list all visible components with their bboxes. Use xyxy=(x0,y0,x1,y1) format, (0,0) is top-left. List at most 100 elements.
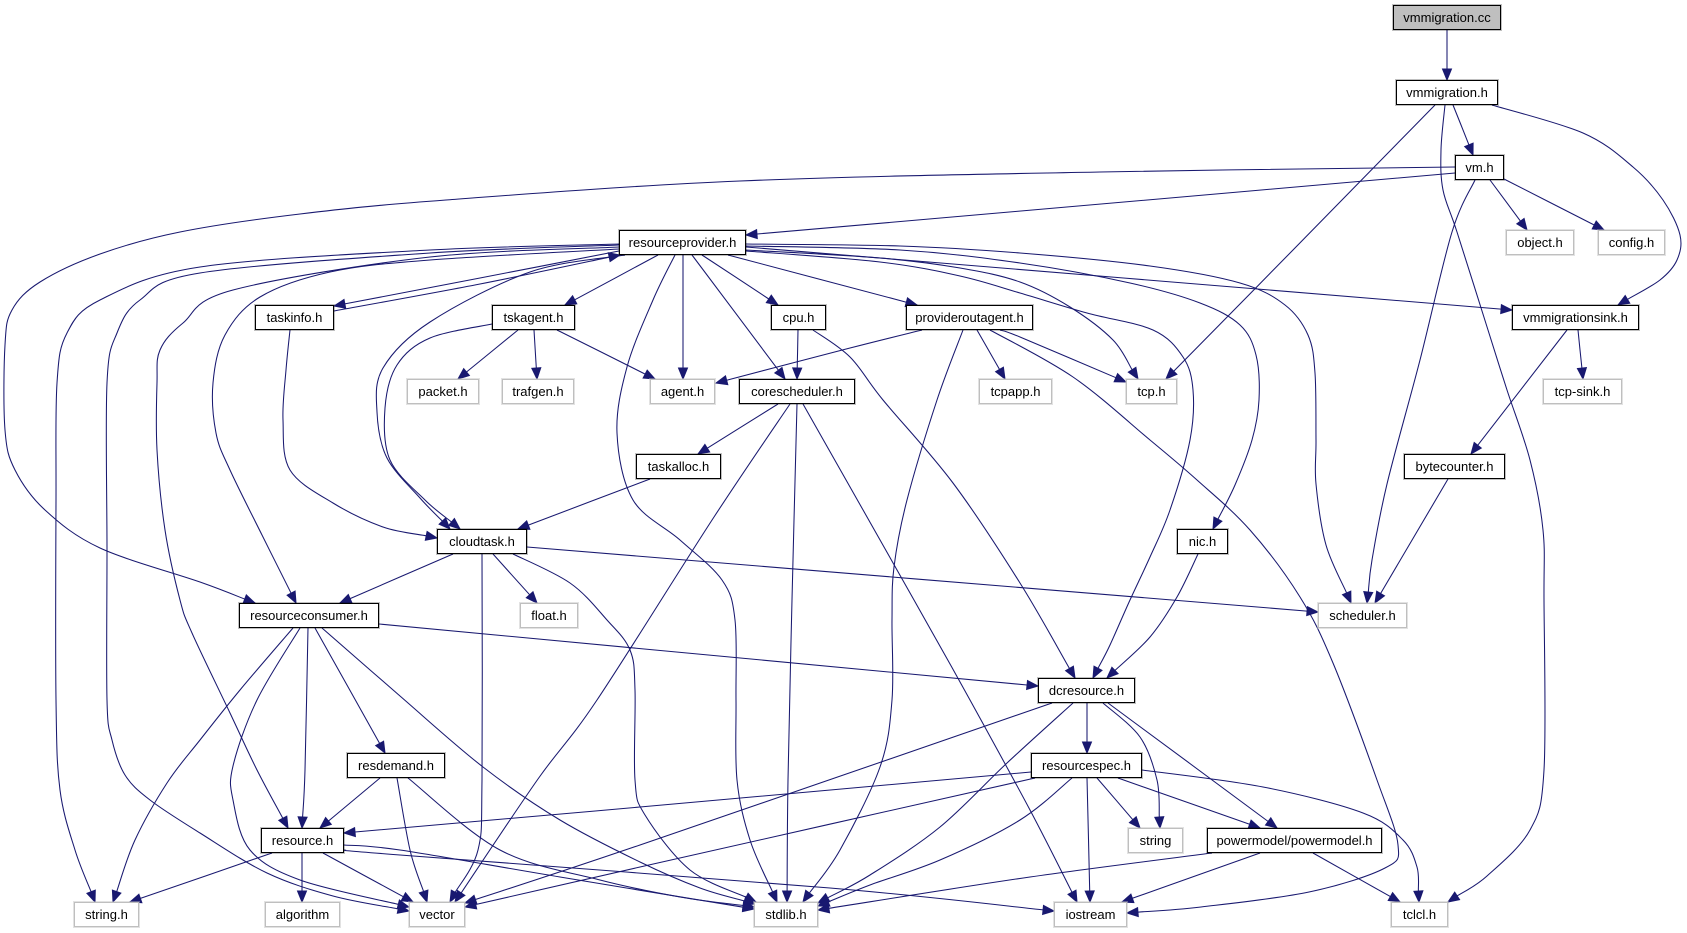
arrowhead-icon xyxy=(1446,891,1461,903)
edge-resource-h-to-iostream xyxy=(343,849,1056,916)
file-node-nic-h[interactable]: nic.h xyxy=(1177,529,1228,554)
edge-vm-h-to-scheduler-h xyxy=(1363,179,1476,605)
edge-line xyxy=(140,852,273,899)
edge-line xyxy=(1132,852,1261,899)
edge-line xyxy=(1312,852,1391,898)
edge-powermodel-powermodel-h-to-stdlib-h xyxy=(816,852,1213,914)
file-node-resource-h[interactable]: resource.h xyxy=(261,828,344,853)
arrowhead-icon xyxy=(563,294,578,306)
file-node-tcpapp-h: tcpapp.h xyxy=(979,379,1052,404)
edge-cloudtask-h-to-vector xyxy=(449,553,483,904)
edge-powermodel-powermodel-h-to-tclcl-h xyxy=(1312,852,1402,903)
edge-resourcespec-h-to-string xyxy=(1096,777,1141,830)
edge-resourceprovider-h-to-tcp-h xyxy=(745,249,1139,381)
arrowhead-icon xyxy=(1616,294,1631,306)
edge-line xyxy=(343,844,744,908)
edge-line xyxy=(333,256,610,312)
arrowhead-icon xyxy=(111,889,122,904)
edge-line xyxy=(512,553,747,898)
arrowhead-icon xyxy=(741,901,756,913)
file-node-object-h: object.h xyxy=(1506,230,1574,255)
edge-resourceprovider-h-to-resource-h xyxy=(155,246,620,830)
arrowhead-icon xyxy=(449,889,461,904)
file-node-resourcespec-h[interactable]: resourcespec.h xyxy=(1031,753,1142,778)
arrowhead-icon xyxy=(286,590,297,605)
edge-line xyxy=(211,248,620,594)
arrowhead-icon xyxy=(1092,665,1103,680)
arrowhead-icon xyxy=(816,903,831,914)
edge-line xyxy=(1380,478,1449,594)
edge-nic-h-to-dcresource-h xyxy=(1106,553,1199,679)
file-node-config-h: config.h xyxy=(1598,230,1665,255)
edge-resourceprovider-h-to-agent-h xyxy=(677,254,689,381)
edge-line xyxy=(796,329,799,369)
edge-line xyxy=(321,627,745,902)
arrowhead-icon xyxy=(1165,367,1178,380)
edge-vm-h-to-config-h xyxy=(1503,178,1606,231)
edge-line xyxy=(155,246,620,819)
edge-resourceconsumer-h-to-dcresource-h xyxy=(378,623,1040,691)
edge-tskagent-h-to-cloudtask-h xyxy=(383,323,493,530)
arrowhead-icon xyxy=(374,740,386,755)
edge-line xyxy=(1117,777,1250,825)
edge-line xyxy=(343,849,1044,911)
file-node-vmmigration-h[interactable]: vmmigration.h xyxy=(1396,80,1498,105)
file-node-vm-h[interactable]: vm.h xyxy=(1455,155,1504,180)
file-node-corescheduler-h[interactable]: corescheduler.h xyxy=(739,379,855,404)
edge-tskagent-h-to-packet-h xyxy=(456,329,519,380)
file-node-dcresource-h[interactable]: dcresource.h xyxy=(1038,678,1135,703)
arrowhead-icon xyxy=(277,815,289,830)
edge-resourcespec-h-to-iostream xyxy=(1084,777,1095,904)
edge-line xyxy=(344,250,620,305)
file-node-algorithm: algorithm xyxy=(265,902,340,927)
arrowhead-icon xyxy=(1306,605,1320,617)
file-node-cpu-h[interactable]: cpu.h xyxy=(771,305,826,330)
edge-provideroutagent-h-to-stdlib-h xyxy=(802,329,964,904)
edge-line xyxy=(1102,702,1160,818)
file-node-cloudtask-h[interactable]: cloudtask.h xyxy=(437,529,527,554)
edge-line xyxy=(229,627,399,905)
edge-vmmigration-h-to-vm-h xyxy=(1452,104,1474,157)
file-node-resourceprovider-h[interactable]: resourceprovider.h xyxy=(619,230,746,255)
edge-provideroutagent-h-to-tcp-h xyxy=(999,329,1128,383)
arrowhead-icon xyxy=(1515,217,1528,232)
edge-vmmigration-h-to-tcp-h xyxy=(1165,104,1436,380)
edge-line xyxy=(383,323,493,523)
arrowhead-icon xyxy=(791,367,803,381)
file-node-taskinfo-h[interactable]: taskinfo.h xyxy=(255,305,334,330)
edge-line xyxy=(354,771,1032,833)
edge-line xyxy=(727,254,907,303)
edge-line xyxy=(1440,104,1546,897)
edge-vmmigration-h-to-vmmigrationsink-h xyxy=(1491,104,1682,306)
arrowhead-icon xyxy=(1387,891,1402,903)
edge-line xyxy=(328,777,381,822)
arrowhead-icon xyxy=(525,590,538,604)
file-node-bytecounter-h[interactable]: bytecounter.h xyxy=(1404,454,1505,479)
file-node-resdemand-h[interactable]: resdemand.h xyxy=(347,753,445,778)
edge-resource-h-to-algorithm xyxy=(296,853,308,904)
arrowhead-icon xyxy=(332,298,347,309)
edge-line xyxy=(808,329,964,894)
file-node-provideroutagent-h[interactable]: provideroutagent.h xyxy=(906,305,1033,330)
file-node-powermodel-powermodel-h[interactable]: powermodel/powermodel.h xyxy=(1207,828,1382,853)
arrowhead-icon xyxy=(773,366,786,381)
edge-vmmigration-cc-to-vmmigration-h xyxy=(1441,30,1453,82)
edge-line xyxy=(466,329,519,373)
edge-provideroutagent-h-to-agent-h xyxy=(714,329,923,386)
file-node-taskalloc-h[interactable]: taskalloc.h xyxy=(636,454,721,479)
arrowhead-icon xyxy=(714,375,729,386)
file-node-tskagent-h[interactable]: tskagent.h xyxy=(492,305,575,330)
edge-resourceprovider-h-to-vmmigrationsink-h xyxy=(745,246,1514,315)
file-node-vmmigrationsink-h[interactable]: vmmigrationsink.h xyxy=(1512,305,1639,330)
edge-line xyxy=(314,627,381,744)
arrowhead-icon xyxy=(396,899,411,910)
edge-line xyxy=(1577,329,1583,369)
edge-line xyxy=(1452,104,1470,145)
edge-line xyxy=(745,243,1348,594)
edge-resourceprovider-h-to-string-h xyxy=(55,243,620,904)
edge-resourceprovider-h-to-taskinfo-h xyxy=(332,250,620,309)
file-node-resourceconsumer-h[interactable]: resourceconsumer.h xyxy=(239,603,379,628)
arrowhead-icon xyxy=(1128,815,1141,830)
arrowhead-icon xyxy=(696,443,711,455)
edge-resourceprovider-h-to-provideroutagent-h xyxy=(727,254,919,308)
